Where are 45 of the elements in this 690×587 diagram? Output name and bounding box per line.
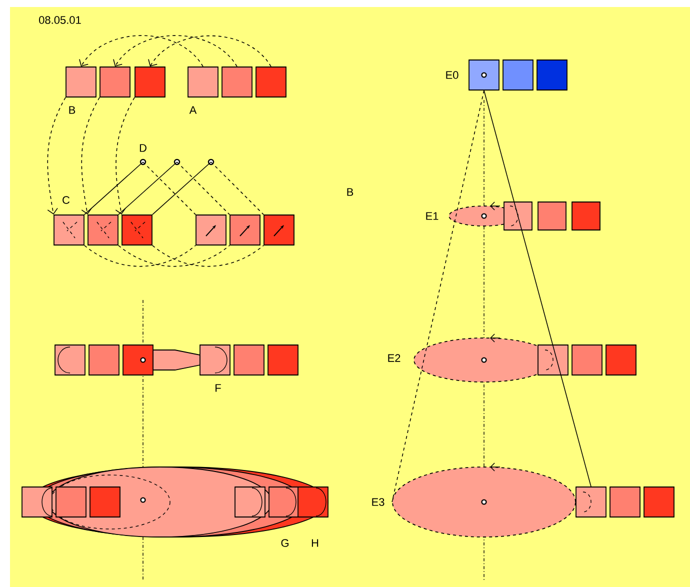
letter-label: A (189, 106, 197, 114)
letter-label: E3 (372, 498, 384, 506)
letter-label: E0 (446, 71, 458, 79)
letter-label: G (281, 539, 288, 547)
letter-label: F (216, 384, 221, 392)
connector-line (84, 245, 196, 267)
colour-square (88, 214, 118, 246)
colour-square (468, 60, 500, 90)
connector-line (152, 245, 264, 267)
colour-square (230, 214, 260, 246)
colour-square (134, 66, 166, 98)
colour-square (100, 66, 130, 98)
arrow (148, 35, 272, 67)
colour-square (188, 66, 218, 98)
colour-square (256, 66, 286, 98)
letter-label: C (62, 196, 70, 204)
connector-line (392, 90, 484, 502)
letter-label: E1 (426, 212, 438, 220)
letter-label: E2 (388, 354, 400, 362)
connector-line (176, 162, 230, 215)
letter-label: B (69, 106, 76, 114)
arrow (47, 97, 66, 215)
colour-square (576, 486, 606, 518)
arrow (81, 97, 100, 215)
colour-square (66, 66, 96, 98)
connector-line (142, 162, 196, 215)
arrow (115, 97, 135, 215)
date-label: 08.05.01 (39, 16, 81, 24)
connector-line (118, 162, 178, 215)
colour-square (54, 214, 84, 246)
colour-square (264, 214, 294, 246)
colour-square (222, 66, 252, 98)
connector-line (118, 245, 230, 267)
letter-label: B (347, 188, 354, 196)
connector-line (210, 162, 264, 215)
colour-square (196, 214, 226, 246)
connector-line (84, 162, 144, 215)
arrow (113, 35, 238, 67)
letter-label: H (312, 539, 318, 547)
connector-line (484, 90, 592, 487)
connector-line (152, 162, 212, 215)
ellipse-shape (392, 466, 576, 538)
colour-square (122, 214, 152, 246)
letter-label: D (140, 144, 146, 152)
arrow (79, 35, 204, 67)
